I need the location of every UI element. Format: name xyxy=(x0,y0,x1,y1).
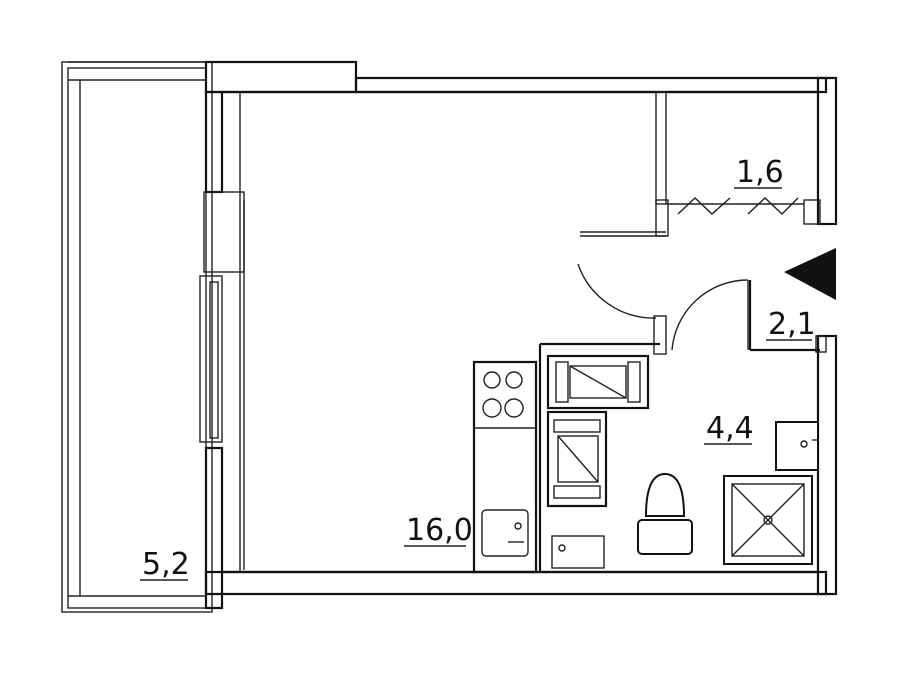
partitions xyxy=(538,91,827,572)
entrance-arrow-icon xyxy=(784,248,836,300)
area-labels: 5,2 16,0 1,6 2,1 4,4 xyxy=(140,155,816,582)
closet-area-label: 1,6 xyxy=(736,155,784,190)
window xyxy=(199,191,245,570)
sink-icon xyxy=(481,509,529,557)
washbasin-icon xyxy=(775,421,819,471)
toilet-icon xyxy=(637,472,693,555)
kitchen-counter xyxy=(472,360,538,574)
sofa-icon xyxy=(546,354,650,508)
stove-icon xyxy=(482,371,524,418)
hall-area-label: 2,1 xyxy=(768,307,816,342)
shower-icon xyxy=(723,475,813,565)
balcony-area-label: 5,2 xyxy=(142,547,190,582)
bathroom-area-label: 4,4 xyxy=(706,411,754,446)
balcony xyxy=(61,61,213,613)
washing-machine xyxy=(551,535,605,569)
living-area-label: 16,0 xyxy=(406,513,473,548)
